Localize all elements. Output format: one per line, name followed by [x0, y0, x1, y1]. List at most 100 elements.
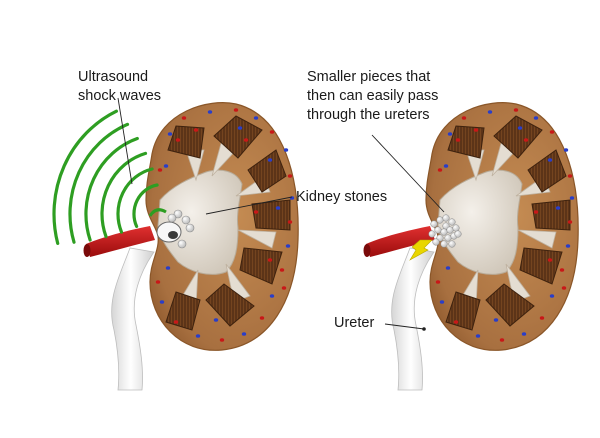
stone-fragment [432, 238, 440, 246]
leader-lines [117, 97, 445, 330]
renal-pyramid-3 [247, 149, 287, 193]
renal-pyramid-7 [445, 291, 481, 331]
vessel-dot [173, 320, 179, 324]
vessel-dot [285, 244, 291, 248]
vessel-dot [163, 164, 169, 168]
stone-fragment [440, 240, 448, 248]
vessel-dot [499, 338, 505, 342]
renal-pyramid-1 [447, 125, 485, 159]
vessel-dot [275, 206, 281, 210]
vessel-dot [533, 210, 539, 214]
renal-pyramid-5 [239, 247, 283, 285]
calyx-4 [517, 229, 557, 249]
vessel-dot [567, 220, 573, 224]
vessel-dot [559, 268, 565, 272]
vessel-dot [547, 258, 553, 262]
vessel-dot [555, 206, 561, 210]
renal-pyramid-2 [213, 115, 263, 159]
vessel-dot [533, 116, 539, 120]
shock-wave-arc [132, 183, 159, 228]
vessel-dot [281, 286, 287, 290]
stone-fragment [434, 226, 442, 234]
stone-fragment [442, 214, 450, 222]
label-shock-waves: Ultrasound shock waves [78, 69, 162, 104]
vessel-dot [283, 148, 289, 152]
vessel-dot [181, 116, 187, 120]
vessel-dot [159, 300, 165, 304]
shock-wave-arc [84, 136, 139, 242]
stone-fragment [444, 234, 452, 242]
impact-highlight [148, 208, 167, 217]
vessel-dot [473, 128, 479, 132]
label-ureter: Ureter [334, 315, 375, 331]
shock-wave-arc [52, 109, 118, 245]
vessel-dot [549, 294, 555, 298]
right-kidney [363, 102, 579, 391]
artery-opening [363, 244, 371, 257]
vessel-dot [259, 316, 265, 320]
vessel-dot [155, 280, 161, 284]
leader-shock-waves [117, 97, 133, 185]
vessel-dot [157, 168, 163, 172]
vessel-dot [237, 126, 243, 130]
renal-pyramid-7 [165, 291, 201, 331]
vessel-dot [243, 138, 249, 142]
ureter-tube [111, 247, 155, 391]
kidney-stone [177, 239, 187, 249]
vessel-dot [447, 132, 453, 136]
stone-fragment [428, 230, 436, 238]
leader-kidney-stones [205, 196, 293, 215]
vessel-dot [267, 158, 273, 162]
kidney-stone [181, 215, 191, 225]
renal-pyramid-4 [531, 199, 571, 231]
renal-pyramid-6 [205, 283, 255, 327]
vessel-dot [269, 130, 275, 134]
vessel-dot [493, 318, 499, 322]
shock-wave-arc [100, 151, 148, 239]
vessel-dot [241, 332, 247, 336]
vessel-dot [165, 266, 171, 270]
vessel-dot [213, 318, 219, 322]
vessel-dot [455, 138, 461, 142]
vessel-dot [445, 266, 451, 270]
vessel-dot [253, 210, 259, 214]
vessel-dot [289, 196, 295, 200]
vessel-dot [475, 334, 481, 338]
stone-fragment [440, 228, 448, 236]
yellow-arrow-icon [409, 239, 433, 261]
vessel-dot [195, 334, 201, 338]
vessel-dot [567, 174, 573, 178]
renal-artery [366, 226, 435, 257]
vessel-dot [175, 138, 181, 142]
vessel-dot [521, 332, 527, 336]
vessel-dot [439, 300, 445, 304]
renal-pyramid-2 [493, 115, 543, 159]
vessel-dot [279, 268, 285, 272]
renal-pyramid-3 [527, 149, 567, 193]
vessel-dot [561, 286, 567, 290]
vessel-dot [523, 138, 529, 142]
shock-wave-arc [116, 167, 154, 234]
vessel-dot [443, 164, 449, 168]
vessel-dot [219, 338, 225, 342]
vessel-dot [569, 196, 575, 200]
stone-fragment [448, 240, 456, 248]
kidney-stone [185, 223, 195, 233]
stone-fragment [448, 218, 456, 226]
vessel-dot [461, 116, 467, 120]
vessel-dot [253, 116, 259, 120]
stone-fragment [454, 230, 462, 238]
kidney-stone [173, 209, 183, 219]
vessel-dot [437, 168, 443, 172]
renal-pelvis [157, 169, 243, 275]
vessel-dot [193, 128, 199, 132]
vessel-dot [287, 220, 293, 224]
shock-wave-arc [68, 122, 130, 244]
vessel-dot [269, 294, 275, 298]
vessel-dot [547, 158, 553, 162]
vessel-dot [549, 130, 555, 134]
renal-pyramid-6 [485, 283, 535, 327]
stone-fragment [446, 226, 454, 234]
label-kidney-stones: Kidney stones [296, 189, 388, 205]
vessel-dot [207, 110, 213, 114]
